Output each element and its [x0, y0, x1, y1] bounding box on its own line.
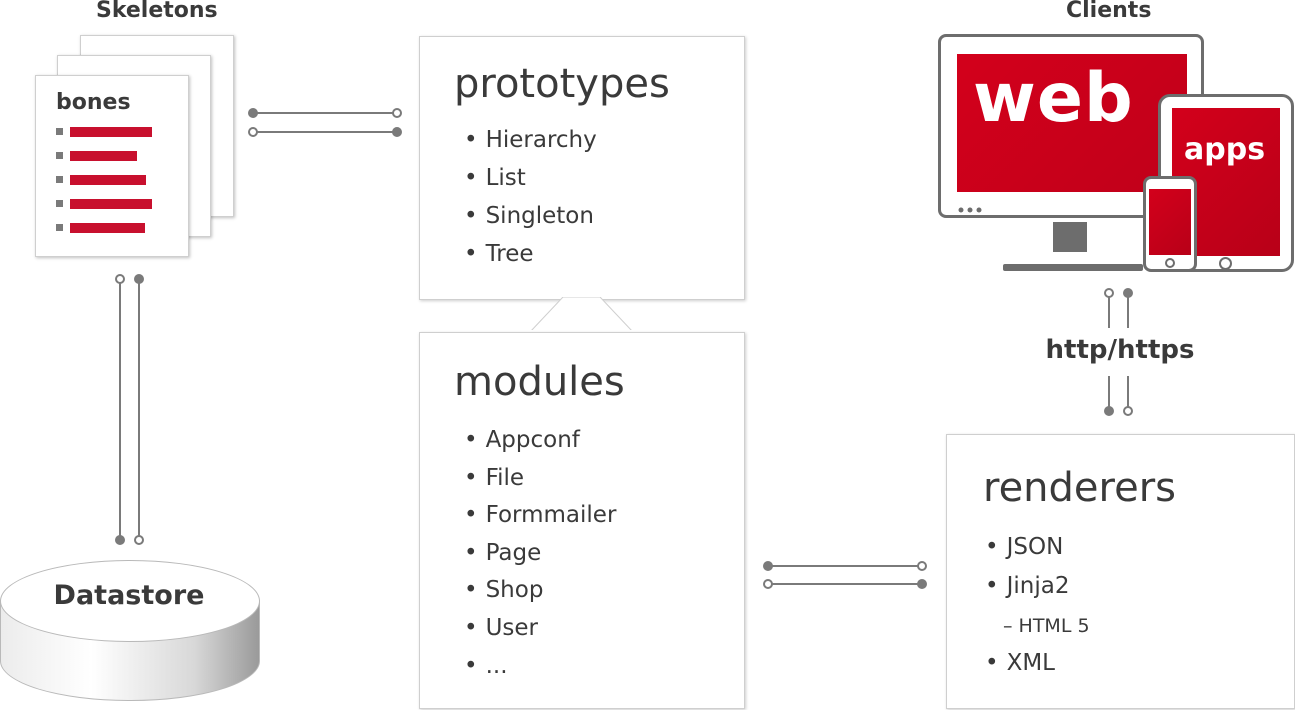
bone-bar	[70, 175, 146, 185]
prototypes-modules-connector	[528, 297, 636, 336]
module-item: • Shop	[464, 577, 543, 603]
prototype-item: • Hierarchy	[464, 127, 597, 153]
renderer-item: • JSON	[985, 534, 1063, 560]
prototype-item: • Singleton	[464, 203, 594, 229]
bullet-square-icon	[56, 176, 63, 183]
bullet-square-icon	[56, 128, 63, 135]
prototype-label: List	[485, 165, 526, 191]
bullet-icon: •	[464, 502, 478, 528]
module-label: User	[485, 615, 539, 641]
skeleton-sheet-front: bones	[35, 75, 189, 257]
renderer-subitem: – HTML 5	[1003, 615, 1090, 637]
phone-home-button-icon	[1165, 258, 1175, 268]
bullet-square-icon	[56, 200, 63, 207]
datastore-cylinder-top	[0, 560, 260, 642]
module-item: • User	[464, 615, 538, 641]
module-label: Page	[485, 540, 542, 566]
module-label: Appconf	[485, 427, 580, 453]
module-label: Shop	[485, 577, 544, 603]
bullet-icon: •	[464, 203, 478, 229]
bullet-icon: •	[464, 615, 478, 641]
bullet-icon: •	[464, 653, 478, 679]
module-item: • Appconf	[464, 427, 580, 453]
module-label: File	[485, 465, 525, 491]
bullet-icon: •	[464, 127, 478, 153]
renderer-label: XML	[1006, 650, 1055, 676]
tablet-home-button-icon	[1219, 257, 1232, 270]
bullet-icon: •	[464, 465, 478, 491]
clients-title: Clients	[1066, 0, 1152, 23]
module-item: • Page	[464, 540, 541, 566]
protocol-label: http/https	[1045, 335, 1195, 365]
monitor-screen: web	[957, 54, 1187, 192]
renderer-label: Jinja2	[1006, 573, 1070, 599]
prototype-label: Singleton	[485, 203, 594, 229]
bone-bar	[70, 223, 145, 233]
renderer-item: • XML	[985, 650, 1055, 676]
monitor-dots-icon	[958, 207, 982, 213]
renderer-item: • Jinja2	[985, 573, 1069, 599]
renderers-box: renderers • JSON • Jinja2 – HTML 5 • XML	[946, 434, 1295, 709]
bullet-icon: •	[985, 534, 999, 560]
prototypes-box: prototypes • Hierarchy • List • Singleton •…	[419, 36, 745, 300]
bone-bar	[70, 199, 152, 209]
bullet-square-icon	[56, 224, 63, 231]
phone-screen	[1149, 189, 1191, 255]
modules-title: modules	[454, 359, 625, 405]
apps-label: apps	[1184, 132, 1266, 167]
monitor-base	[1003, 264, 1143, 271]
prototype-label: Tree	[485, 241, 534, 267]
bone-bar	[70, 151, 137, 161]
phone-icon	[1143, 176, 1197, 272]
bullet-square-icon	[56, 152, 63, 159]
bullet-icon: •	[985, 573, 999, 599]
modules-box: modules • Appconf • File • Formmailer • Page…	[419, 332, 745, 709]
module-label: ...	[485, 653, 508, 679]
module-item: •...	[464, 653, 508, 679]
bullet-icon: •	[464, 165, 478, 191]
module-item: • File	[464, 465, 524, 491]
datastore-cylinder: Datastore	[0, 560, 260, 705]
prototypes-title: prototypes	[454, 61, 670, 107]
prototype-item: • List	[464, 165, 526, 191]
module-item: • Formmailer	[464, 502, 616, 528]
skeletons-title: Skeletons	[96, 0, 218, 23]
bone-bar	[70, 127, 152, 137]
bullet-icon: •	[464, 540, 478, 566]
prototype-label: Hierarchy	[485, 127, 597, 153]
bullet-icon: •	[464, 241, 478, 267]
renderer-label: JSON	[1006, 534, 1064, 560]
bullet-icon: •	[464, 577, 478, 603]
module-label: Formmailer	[485, 502, 617, 528]
bullet-icon: •	[985, 650, 999, 676]
bullet-icon: •	[464, 427, 478, 453]
datastore-title: Datastore	[53, 580, 205, 611]
prototype-item: • Tree	[464, 241, 534, 267]
web-label: web	[973, 59, 1134, 138]
renderers-title: renderers	[983, 465, 1176, 511]
monitor-neck	[1053, 222, 1087, 252]
bones-title: bones	[56, 90, 131, 115]
